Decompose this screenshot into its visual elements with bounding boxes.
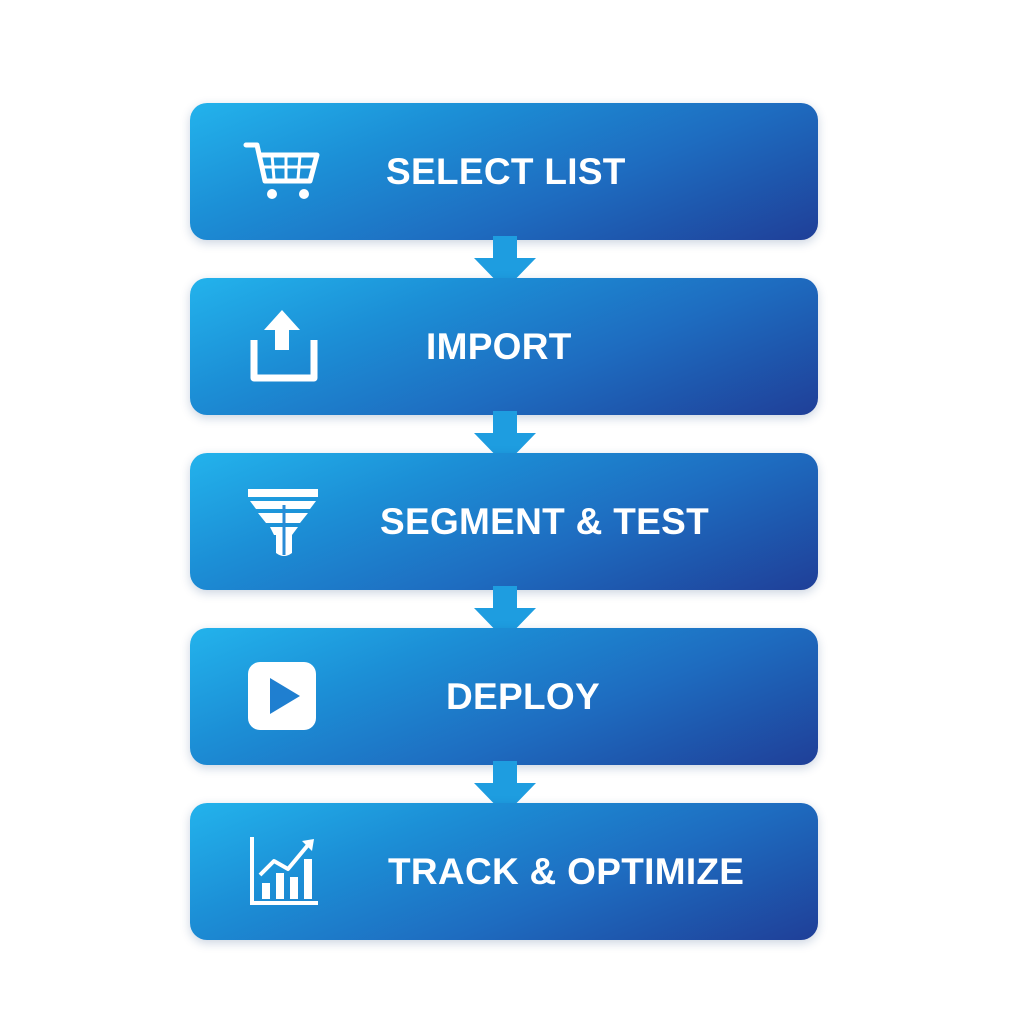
step-label: DEPLOY — [446, 676, 600, 717]
step-label: IMPORT — [426, 326, 572, 367]
down-arrow-connector — [474, 411, 536, 467]
step-deploy: DEPLOY — [190, 628, 818, 765]
down-arrow-connector — [474, 761, 536, 817]
step-label: SELECT LIST — [386, 151, 626, 192]
down-arrow-connector — [474, 236, 536, 292]
step-import: IMPORT — [190, 278, 818, 415]
step-label: TRACK & OPTIMIZE — [388, 851, 745, 892]
shopping-cart-icon — [242, 131, 322, 211]
step-select-list: SELECT LIST — [190, 103, 818, 240]
step-track-optimize: TRACK & OPTIMIZE — [190, 803, 818, 940]
upload-icon — [242, 306, 322, 386]
growth-chart-icon — [242, 831, 322, 911]
funnel-icon — [242, 481, 322, 561]
step-segment-test: SEGMENT & TEST — [190, 453, 818, 590]
play-icon — [242, 656, 322, 736]
step-label: SEGMENT & TEST — [380, 501, 709, 542]
down-arrow-connector — [474, 586, 536, 642]
